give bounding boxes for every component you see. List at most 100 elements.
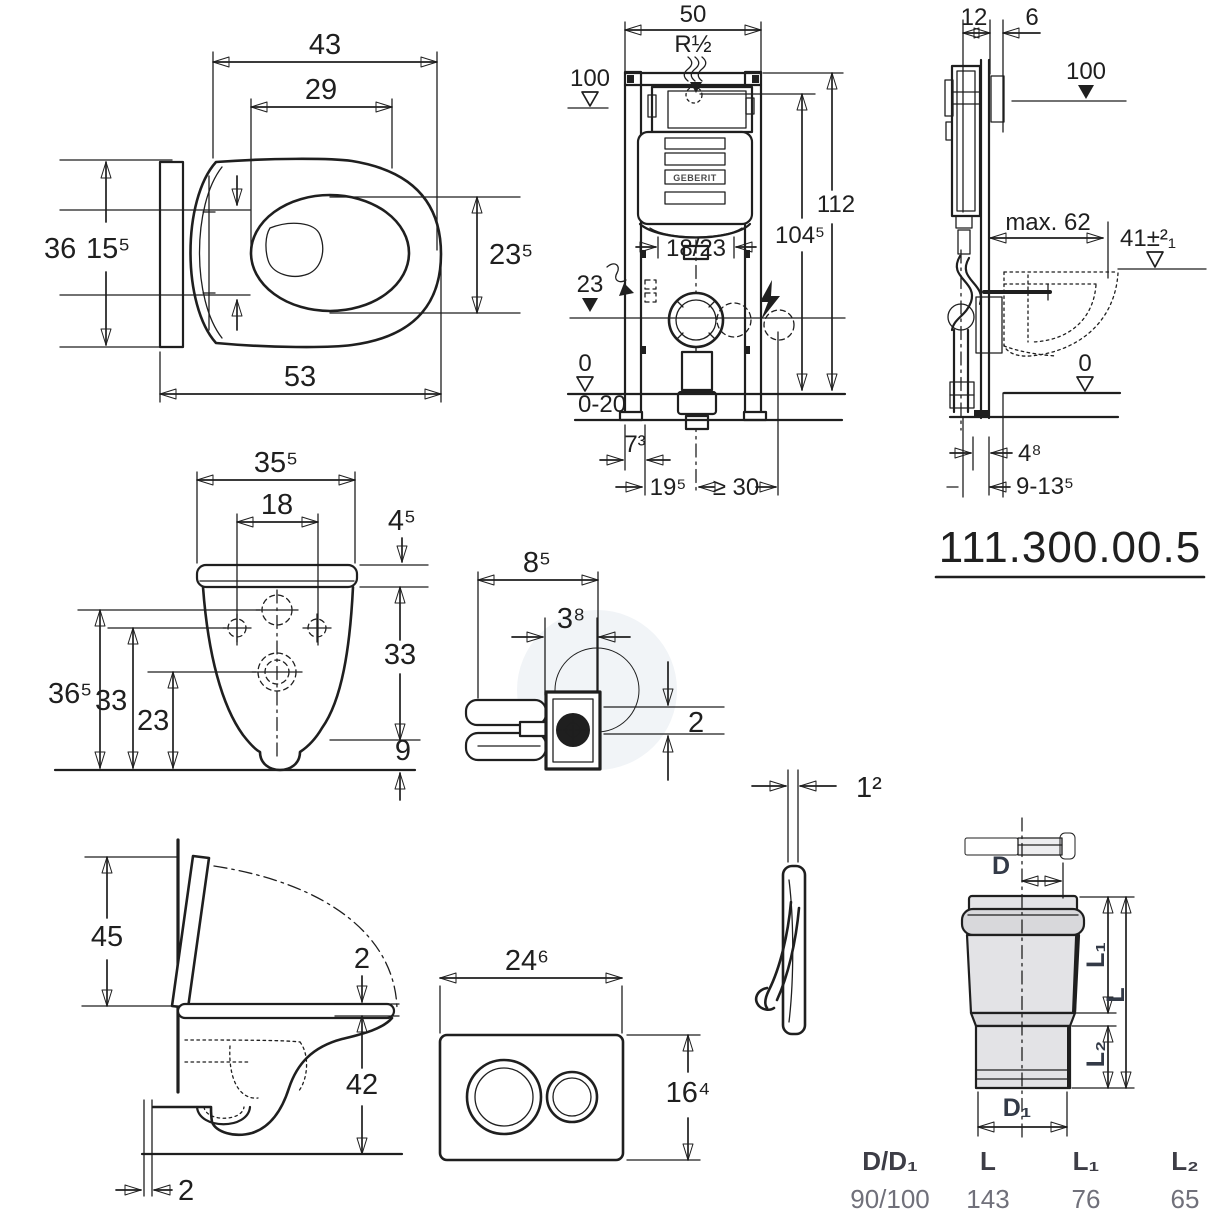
dim-6: 6 [1025, 4, 1038, 31]
dim-18-23: 18/23 [666, 235, 726, 262]
seat [176, 1002, 396, 1020]
table-header-l: L [980, 1146, 996, 1176]
dim-8-5: 8⁵ [523, 547, 551, 579]
bowl-top-view: 43 29 36 15⁵ 23⁵ 53 [44, 29, 533, 403]
product-code: 111.300.00.5 [939, 523, 1201, 572]
dim-4-5: 4⁵ [388, 505, 416, 537]
dim-45: 45 [91, 921, 123, 953]
dim-112: 112 [817, 191, 855, 218]
plate-side-view: 1² [751, 769, 882, 1036]
pipe-lower-body [974, 1024, 1072, 1090]
dim-50: 50 [680, 1, 707, 28]
finished-wall-hatch [990, 75, 1005, 123]
frame-side-view: 12 6 100 max. 62 41±²₁ 0 4⁸ 9-13 [944, 4, 1207, 500]
dim-9: 9 [395, 735, 411, 767]
dim-1-2: 1² [856, 772, 882, 804]
pipe-view: D L₁ L₂ L D₁ [960, 817, 1135, 1139]
dim-33-right: 33 [384, 639, 416, 671]
frame-front-dimensions: 50 R½ 100 23 18/23 0 0-20 [566, 1, 855, 501]
water-surface [265, 222, 324, 277]
dim-7-3: 7³ [624, 431, 645, 458]
dim-2-wall: 2 [178, 1175, 194, 1207]
dim-19-5: 19⁵ [650, 474, 687, 501]
bowl-side-dimensions: 45 2 42 2 [81, 856, 404, 1207]
pipe-shapes [960, 817, 1086, 1139]
product-code-block: 111.300.00.5 [934, 523, 1206, 579]
dim-23-5: 23⁵ [489, 239, 533, 271]
dim-2-bracket: 2 [688, 707, 704, 739]
dim-43: 43 [309, 29, 341, 61]
plate-lever [763, 900, 793, 1010]
level-0: 0 [578, 350, 591, 377]
level-23: 23 [577, 271, 604, 298]
dim-3-8: 3⁸ [557, 603, 585, 635]
dim-16-4: 16⁴ [666, 1077, 711, 1109]
seal-bar-light [1017, 837, 1063, 856]
frame-front-view: GEBERIT 50 R½ [566, 1, 855, 501]
level-100: 100 [570, 65, 610, 92]
left-rail [623, 70, 643, 420]
table-header-l1: L₁ [1073, 1146, 1100, 1176]
dim-36-5: 36⁵ [48, 678, 92, 710]
dim-18: 18 [261, 489, 293, 521]
dim-42: 42 [346, 1069, 378, 1101]
bowl-side-view: 45 2 42 2 [81, 838, 404, 1207]
bracket-shapes [464, 690, 602, 771]
dim-12: 12 [961, 4, 988, 31]
floor-range: 0-20 [578, 391, 626, 418]
frame-side-shapes [944, 58, 1119, 431]
dim-104-5: 104⁵ [775, 222, 825, 249]
table-value-dd1: 90/100 [850, 1184, 930, 1214]
bowl-top-dimensions: 43 29 36 15⁵ 23⁵ 53 [44, 29, 533, 403]
frame-front-shapes: GEBERIT [618, 70, 795, 496]
pipe-dimensions: D L₁ L₂ L D₁ [977, 852, 1135, 1137]
dim-ge-30: ≥ 30 [713, 474, 760, 501]
lid-open-arc [213, 865, 398, 1011]
label-l: L [1102, 987, 1130, 1002]
level-100-side: 100 [1066, 58, 1106, 85]
dim-53: 53 [284, 361, 316, 393]
dim-max-62: max. 62 [1005, 209, 1090, 236]
dim-29: 29 [305, 74, 337, 106]
dim-2-seat: 2 [354, 943, 370, 975]
drain-pipe [680, 350, 714, 392]
spare-outlet-2 [763, 309, 795, 341]
dim-35-5: 35⁵ [254, 447, 298, 479]
seat-outline [189, 157, 443, 349]
dim-41-tol: 41±²₁ [1120, 225, 1176, 252]
bowl-rear-shapes [195, 563, 359, 772]
seal-cap [1059, 832, 1076, 860]
table-header-l2: L₂ [1171, 1146, 1198, 1176]
table-header-dd1: D/D₁ [862, 1146, 918, 1176]
table-value-l1: 76 [1072, 1184, 1101, 1214]
seat-inner-arc [198, 166, 223, 339]
right-foot [742, 410, 768, 422]
dim-33-left: 33 [95, 685, 127, 717]
label-l2: L₂ [1082, 1041, 1110, 1067]
bowl-side-shapes [151, 838, 398, 1137]
dim-15-5: 15⁵ [86, 233, 130, 265]
bracket-dimensions: 8⁵ 3⁸ 2 [477, 547, 725, 781]
bowl-body [201, 585, 355, 772]
water-connection: R½ [674, 31, 711, 58]
supply-squiggle-icon [606, 263, 627, 283]
dim-36: 36 [44, 233, 76, 265]
table-value-l2: 65 [1171, 1184, 1200, 1214]
trap-curve [950, 254, 974, 332]
bowl-top-shapes [158, 157, 443, 349]
pipe-gasket [960, 907, 1086, 937]
threaded-rod [975, 296, 1003, 354]
bowl-side-body [151, 1016, 394, 1137]
plate-front-view: 24⁶ 16⁴ [438, 945, 711, 1162]
small-flush-button [545, 1070, 599, 1124]
dim-23: 23 [137, 705, 169, 737]
bowl-rear-dimensions: 35⁵ 18 4⁵ 36⁵ 33 23 33 9 [48, 447, 429, 801]
pipe-upper-body [965, 933, 1081, 1015]
size-table: D/D₁ L L₁ L₂ 90/100 143 76 65 [850, 1146, 1199, 1214]
bowl-rear-view: 35⁵ 18 4⁵ 36⁵ 33 23 33 9 [48, 447, 429, 801]
brand-logo: GEBERIT [673, 173, 717, 183]
big-flush-button [465, 1058, 543, 1136]
dim-24-6: 24⁶ [505, 945, 549, 977]
